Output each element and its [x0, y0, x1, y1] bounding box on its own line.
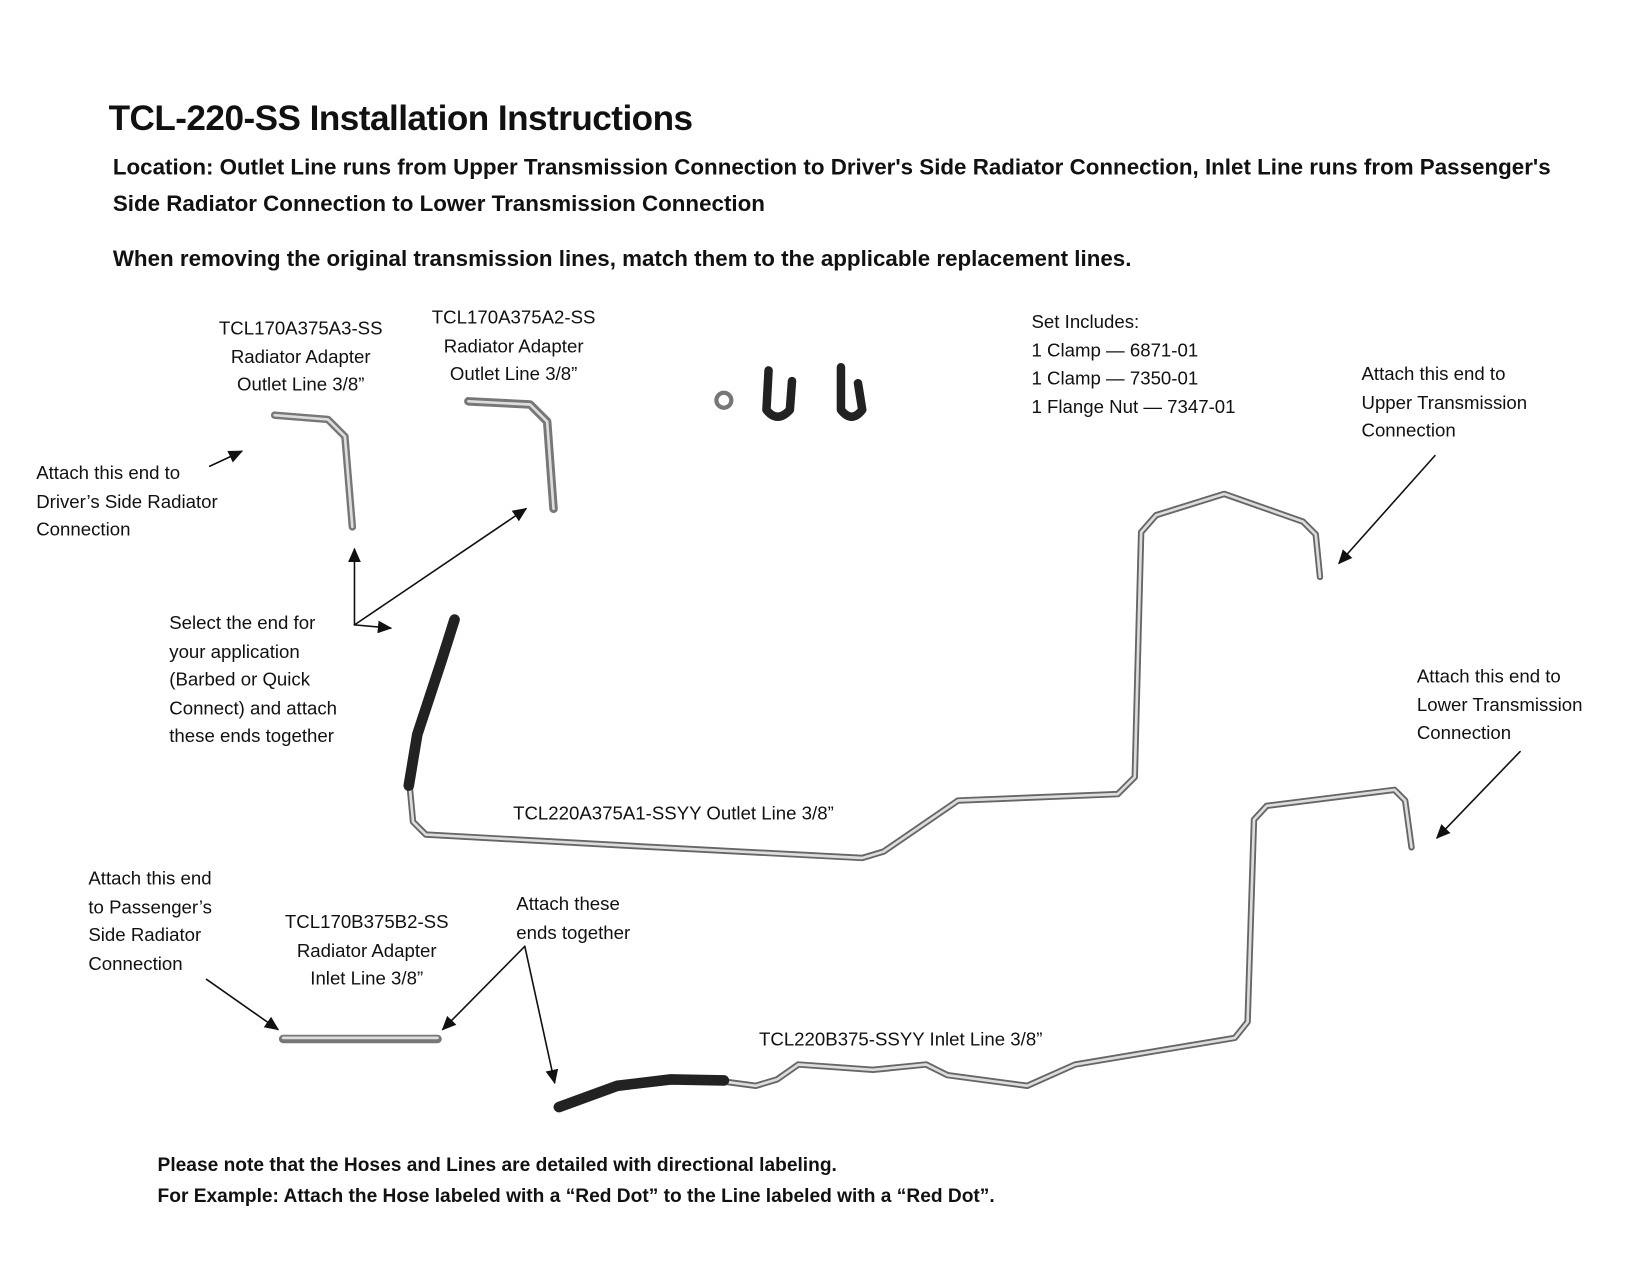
callout-line: Attach this end to — [36, 461, 181, 484]
part-number: TCL170A375A2-SS — [431, 306, 596, 328]
outlet-line — [406, 490, 1324, 862]
callout-line: Connection — [88, 952, 183, 974]
set-item: 1 Clamp — 7350-01 — [1031, 367, 1199, 389]
warning-text: When removing the original transmission … — [112, 246, 1132, 272]
clamp-icon — [762, 362, 867, 421]
note-line: Please note that the Hoses and Lines are… — [157, 1153, 837, 1176]
callout-line: these ends together — [169, 724, 334, 747]
part-size: Inlet Line 3/8” — [310, 967, 424, 989]
set-heading: Set Includes: — [1031, 310, 1140, 333]
note-line: For Example: Attach the Hose labeled wit… — [157, 1184, 995, 1207]
adapter-a3 — [270, 411, 357, 531]
set-includes: Set Includes: 1 Clamp — 6871-01 1 Clamp — … — [1032, 308, 1236, 421]
callout-line: Connection — [36, 518, 131, 540]
label-inlet-line: TCL220B375-SSYY Inlet Line 3/8” — [758, 1028, 1043, 1050]
set-item: 1 Clamp — 6871-01 — [1031, 339, 1199, 361]
outlet-hose — [403, 614, 460, 791]
callout-line: your application — [169, 640, 300, 662]
adapter-b2 — [278, 1034, 442, 1044]
callout-line: Select the end for — [169, 612, 316, 634]
callout-line: Connection — [1416, 721, 1512, 744]
part-number: TCL170A375A3-SS — [218, 317, 383, 339]
callout-line: Lower Transmission — [1416, 693, 1583, 715]
part-size: Outlet Line 3/8” — [449, 362, 578, 385]
callout-line: Connection — [1361, 419, 1456, 441]
callout-arrows — [205, 450, 1521, 1085]
callout-driver: Attach this end to Driver’s Side Radiator… — [36, 459, 218, 544]
part-desc: Radiator Adapter — [443, 334, 584, 357]
callout-line: to Passenger’s — [88, 895, 212, 918]
footer-note: Please note that the Hoses and Lines are… — [158, 1150, 995, 1212]
callout-line: Upper Transmission — [1361, 391, 1528, 413]
callout-line: Attach this end to — [1361, 362, 1506, 385]
callout-line: ends together — [516, 921, 631, 943]
callout-line: Side Radiator — [88, 923, 202, 946]
callout-line: Attach these — [516, 893, 620, 915]
callout-line: Connect) and attach — [169, 696, 338, 719]
label-outlet-line: TCL220A375A1-SSYY Outlet Line 3/8” — [513, 802, 834, 824]
page-title: TCL-220-SS Installation Instructions — [108, 97, 693, 138]
inlet-hose — [553, 1074, 730, 1113]
callout-line: (Barbed or Quick — [169, 668, 311, 690]
inlet-line — [720, 786, 1415, 1089]
callout-together: Attach these ends together — [516, 890, 630, 946]
callout-line: Attach this end — [88, 867, 212, 889]
location-text: Location: Outlet Line runs from Upper Tr… — [112, 155, 1551, 217]
callout-select: Select the end for your application (Barbe… — [169, 609, 337, 750]
part-desc: Radiator Adapter — [230, 345, 371, 367]
part-size: Outlet Line 3/8” — [237, 373, 365, 395]
part-number: TCL170B375B2-SS — [284, 911, 449, 933]
set-item: 1 Flange Nut — 7347-01 — [1031, 395, 1236, 417]
flange-nut-icon — [714, 390, 734, 410]
part-desc: Radiator Adapter — [296, 939, 437, 961]
adapter-a2 — [464, 397, 558, 514]
callout-line: Attach this end to — [1416, 665, 1561, 687]
callout-line: Driver’s Side Radiator — [36, 490, 218, 512]
